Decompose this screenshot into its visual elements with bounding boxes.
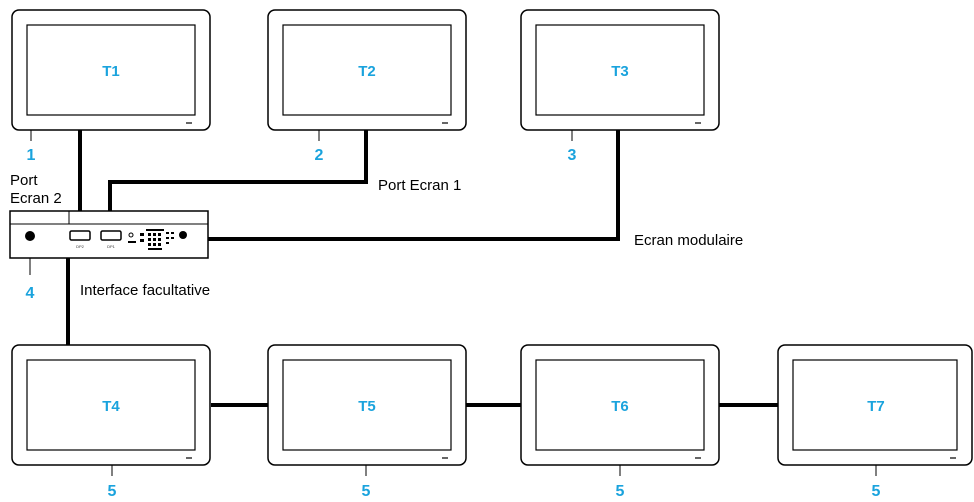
callout-5-t7: 5 <box>872 483 881 500</box>
terminal-t4: T4 <box>11 344 211 466</box>
terminal-t6: T6 <box>520 344 720 466</box>
io-connector-cluster-icon <box>140 229 174 250</box>
cable-t3-modular <box>208 130 620 241</box>
terminal-t5: T5 <box>267 344 467 466</box>
terminal-label-t1: T1 <box>102 63 120 80</box>
terminal-label-t4: T4 <box>102 398 120 415</box>
port-ecran-2-label-line1: Port <box>10 172 38 189</box>
dp1-port-icon <box>100 230 122 241</box>
callout-4: 4 <box>26 285 35 302</box>
terminal-label-t2: T2 <box>358 63 376 80</box>
terminal-t2: T2 <box>267 9 467 131</box>
callout-leaders <box>29 130 877 476</box>
ecran-modulaire-label: Ecran modulaire <box>634 232 743 249</box>
terminal-t1: T1 <box>11 9 211 131</box>
dp2-port-icon <box>69 230 91 241</box>
terminal-label-t6: T6 <box>611 398 629 415</box>
terminal-t7: T7 <box>777 344 973 466</box>
terminal-label-t5: T5 <box>358 398 376 415</box>
dp1-port-label: DP1 <box>107 244 116 249</box>
terminal-t3: T3 <box>520 9 720 131</box>
cable-t2-dp1 <box>108 130 368 236</box>
interface-facultative-label: Interface facultative <box>80 282 210 299</box>
terminal-label-t7: T7 <box>867 398 885 415</box>
interface-box: DP2 DP1 <box>9 210 209 259</box>
power-button-icon <box>25 231 35 241</box>
callout-2: 2 <box>315 147 324 164</box>
connection-lines <box>66 130 778 407</box>
callout-1: 1 <box>27 147 36 164</box>
callout-5-t4: 5 <box>108 483 117 500</box>
callout-5-t6: 5 <box>616 483 625 500</box>
callout-5-t5: 5 <box>362 483 371 500</box>
callout-3: 3 <box>568 147 577 164</box>
terminal-label-t3: T3 <box>611 63 629 80</box>
dp2-port-label: DP2 <box>76 244 85 249</box>
ground-screw-icon <box>179 231 187 239</box>
port-ecran-1-label: Port Ecran 1 <box>378 177 461 194</box>
port-ecran-2-label-line2: Ecran 2 <box>10 190 62 207</box>
